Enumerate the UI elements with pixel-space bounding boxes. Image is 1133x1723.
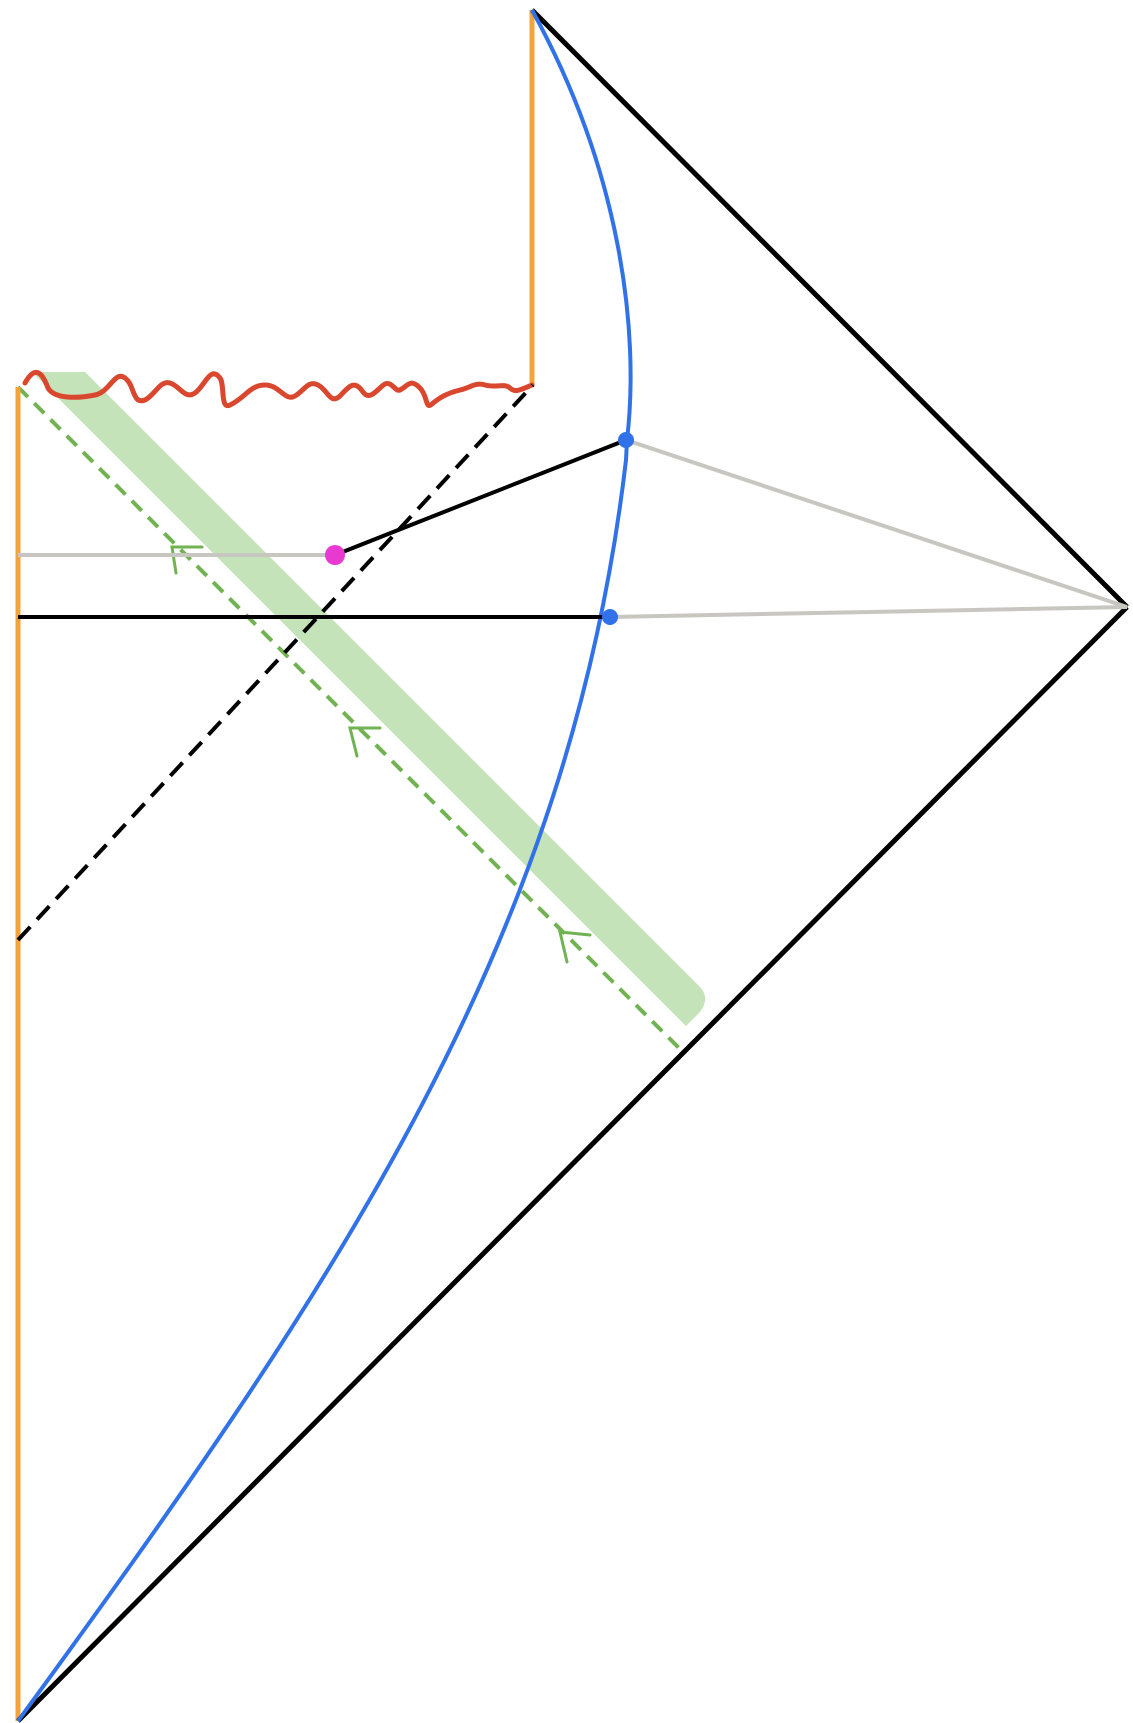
outer-null-boundary-upper	[530, 8, 1129, 609]
blue-point-lower	[602, 609, 618, 625]
black-dashed-horizon	[16, 383, 535, 942]
green-shaded-band	[32, 372, 706, 1026]
outer-null-boundary-lower	[16, 605, 1129, 1723]
red-singularity	[22, 369, 535, 409]
chevron-arrow-icon	[348, 726, 382, 758]
blue-point-upper	[618, 432, 634, 448]
magenta-point	[325, 545, 345, 565]
gray-line-lower-right	[609, 605, 1128, 619]
blue-curve	[16, 9, 633, 1723]
black-line-slanted	[334, 438, 627, 557]
chevron-arrow-icon	[558, 930, 592, 964]
gray-line-upper-right	[625, 438, 1128, 609]
green-dashed-null-ray	[16, 385, 685, 1054]
chevron-arrow-icon	[170, 545, 204, 575]
